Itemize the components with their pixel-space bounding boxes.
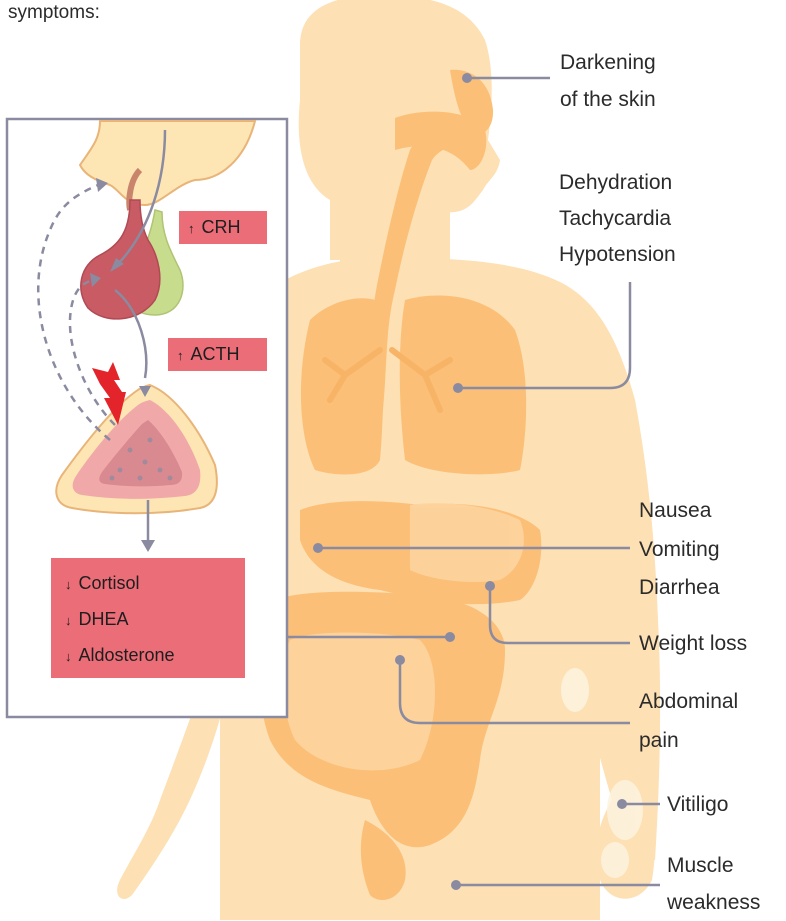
label-skin-line-1: Darkening: [560, 44, 656, 81]
adrenal-output-box: ↓ Cortisol ↓ DHEA ↓ Aldosterone: [51, 558, 245, 678]
output-dhea: ↓ DHEA: [65, 602, 245, 638]
label-abdominal: Abdominal: [639, 683, 738, 720]
cortisol-label: Cortisol: [79, 573, 140, 593]
crh-tag: ↑ CRH: [179, 211, 267, 244]
arrow-down-icon: ↓: [65, 613, 72, 628]
label-dehydration: Dehydration: [559, 164, 672, 201]
dhea-label: DHEA: [79, 609, 129, 629]
output-cortisol: ↓ Cortisol: [65, 566, 245, 602]
output-aldosterone: ↓ Aldosterone: [65, 638, 245, 674]
label-skin-line-2: of the skin: [560, 81, 656, 118]
label-weight-loss: Weight loss: [639, 625, 747, 662]
aldosterone-label: Aldosterone: [79, 645, 175, 665]
label-nausea: Nausea: [639, 492, 711, 529]
label-muscle: Muscle: [667, 847, 734, 884]
arrow-up-icon: ↑: [177, 348, 184, 363]
acth-tag: ↑ ACTH: [168, 338, 267, 371]
page-heading: symptoms:: [8, 0, 100, 31]
label-vomiting: Vomiting: [639, 531, 720, 568]
arrow-down-icon: ↓: [65, 577, 72, 592]
crh-label: CRH: [202, 217, 241, 237]
label-vitiligo: Vitiligo: [667, 786, 728, 823]
arrow-up-icon: ↑: [188, 221, 195, 236]
label-hypotension: Hypotension: [559, 236, 676, 273]
arrow-down-icon: ↓: [65, 649, 72, 664]
label-weakness: weakness: [667, 884, 760, 921]
label-pain: pain: [639, 722, 679, 759]
acth-label: ACTH: [191, 344, 240, 364]
label-diarrhea: Diarrhea: [639, 569, 720, 606]
label-tachycardia: Tachycardia: [559, 200, 671, 237]
